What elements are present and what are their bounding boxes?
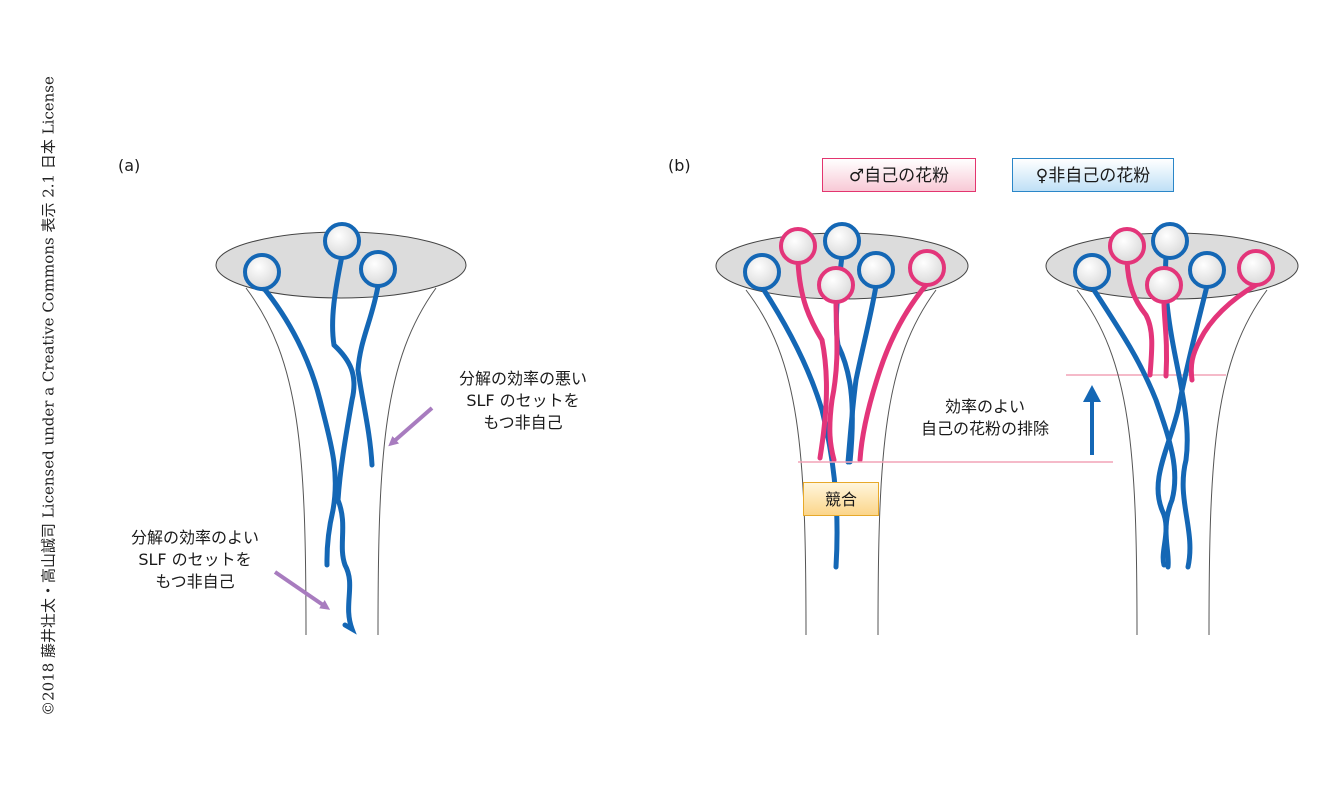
tube-b2-pink-1 bbox=[1124, 257, 1155, 378]
tube-b2-blue-2 bbox=[1162, 253, 1193, 570]
competition-label: 競合 bbox=[803, 482, 879, 516]
tube-b1-pink-1 bbox=[795, 259, 829, 461]
elimination-arrow-head bbox=[1083, 385, 1101, 402]
tube-b1-pink-2 bbox=[827, 299, 840, 463]
copyright-notice: ©2018 藤井壮太・高山誠司 Licensed under a Creativ… bbox=[39, 76, 58, 716]
pollen-grain-b1-5 bbox=[857, 251, 895, 289]
pollen-grain-b1-4 bbox=[817, 266, 855, 304]
panel-a-label: (a) bbox=[118, 156, 141, 175]
annotation-inefficient-line-1: 分解の効率の悪い bbox=[458, 369, 587, 388]
style-outline-b2-left bbox=[1076, 289, 1138, 636]
pollen-grain-b1-3 bbox=[823, 222, 861, 260]
annotation-elimination-line-2: 自己の花粉の排除 bbox=[920, 419, 1049, 438]
panel-b-label: (b) bbox=[668, 156, 691, 175]
style-outline-b2-right bbox=[1208, 289, 1268, 636]
annotation-inefficient-line-3: もつ非自己 bbox=[483, 413, 563, 432]
tube-a-1 bbox=[259, 283, 338, 568]
annotation-efficient-nonself: 分解の効率のよい SLF のセットを もつ非自己 bbox=[100, 527, 290, 593]
tube-b1-blue-3 bbox=[845, 283, 879, 465]
arrow-a-good bbox=[273, 570, 331, 610]
tube-b2-blue-1 bbox=[1089, 284, 1178, 570]
pollen-grain-a-1 bbox=[243, 253, 281, 291]
annotation-efficient-line-1: 分解の効率のよい bbox=[130, 528, 259, 547]
legend-self-pollen: ♂自己の花粉 bbox=[822, 158, 976, 192]
annotation-efficient-line-3: もつ非自己 bbox=[155, 572, 235, 591]
legend-nonself-pollen: ♀非自己の花粉 bbox=[1012, 158, 1174, 192]
arrow-a-bad bbox=[388, 406, 434, 447]
pollen-tubes-b2 bbox=[1073, 222, 1275, 570]
tube-b2-blue-3 bbox=[1155, 283, 1210, 568]
pollen-grain-b2-3 bbox=[1151, 222, 1189, 260]
annotation-efficient-line-2: SLF のセットを bbox=[138, 550, 252, 569]
style-outline-b1-right bbox=[877, 289, 937, 636]
style-outline-a-left bbox=[245, 287, 307, 636]
tube-b2-pink-3 bbox=[1188, 282, 1259, 383]
style-outline-b1-left bbox=[745, 289, 807, 636]
pollen-grain-b2-1 bbox=[1073, 253, 1111, 291]
annotation-inefficient-line-2: SLF のセットを bbox=[466, 391, 580, 410]
tube-b2-pink-2 bbox=[1161, 299, 1170, 379]
pollen-tubes-b1 bbox=[743, 222, 946, 570]
pollen-grain-a-2 bbox=[323, 222, 361, 260]
pollen-grain-b1-1 bbox=[743, 253, 781, 291]
tube-a-3 bbox=[355, 283, 381, 468]
pollen-grain-b2-6 bbox=[1237, 249, 1275, 287]
style-outline-a-right bbox=[377, 287, 437, 636]
pollen-grain-b2-5 bbox=[1188, 251, 1226, 289]
annotation-elimination-line-1: 効率のよい bbox=[944, 397, 1025, 416]
pollen-grain-b2-2 bbox=[1108, 227, 1146, 265]
annotation-inefficient-nonself: 分解の効率の悪い SLF のセットを もつ非自己 bbox=[428, 368, 618, 434]
annotation-self-elimination: 効率のよい 自己の花粉の排除 bbox=[900, 396, 1070, 440]
pollen-grain-a-3 bbox=[359, 250, 397, 288]
pollen-grain-b1-6 bbox=[908, 249, 946, 287]
tube-a-2 bbox=[330, 253, 357, 635]
pollen-grain-b2-4 bbox=[1145, 266, 1183, 304]
pollen-tubes-a bbox=[243, 222, 397, 635]
tube-b1-pink-3 bbox=[857, 281, 930, 463]
pollen-grain-b1-2 bbox=[779, 227, 817, 265]
